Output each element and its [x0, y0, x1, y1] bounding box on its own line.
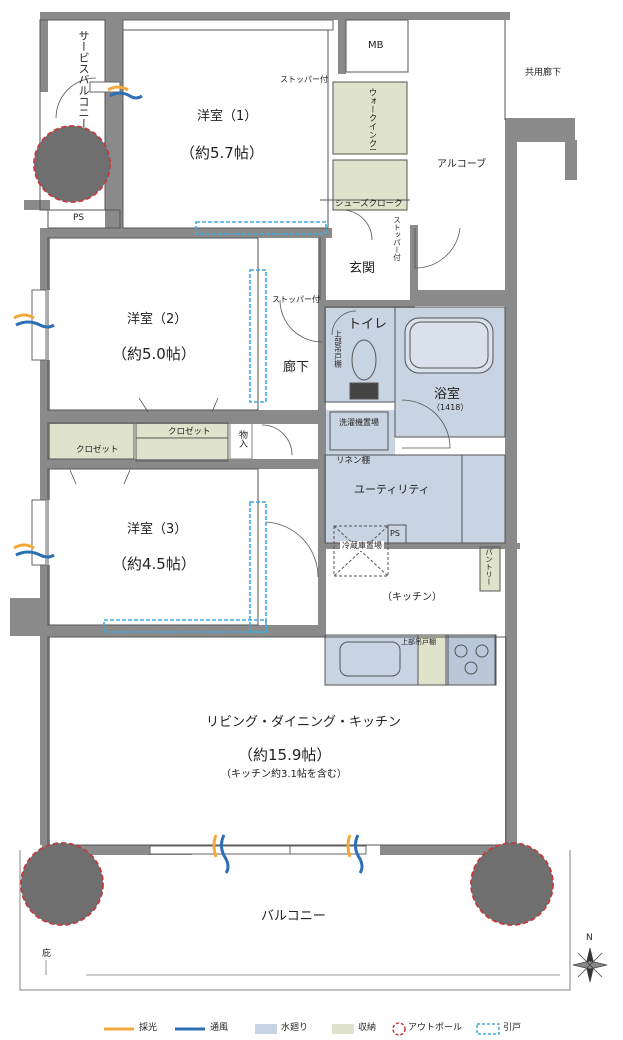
wall-between-room1-room2	[40, 228, 332, 238]
ldk-name: リビング・ダイニング・キッチン	[206, 715, 402, 730]
upper-cabinet-toilet: 上部吊戸棚	[333, 330, 343, 368]
sliding-room1	[195, 221, 327, 235]
ps2-label: PS	[390, 529, 400, 538]
mb-label: MB	[368, 40, 384, 51]
eaves-label: 庇	[42, 949, 52, 959]
room2-area: （約5.0帖）	[112, 345, 196, 363]
ldk-outline	[47, 636, 507, 846]
utility-label: ユーティリティ	[354, 483, 430, 496]
corridor-label: 廊下	[283, 360, 310, 375]
closet-right-label: クロゼット	[168, 427, 211, 437]
linen-label: リネン棚	[336, 456, 371, 466]
room3-area: （約4.5帖）	[112, 555, 196, 573]
sliding-room2	[249, 269, 267, 403]
bath-label: 浴室	[434, 387, 461, 402]
room1-outline	[122, 29, 329, 229]
legend-wind: 通風	[210, 1023, 229, 1033]
stove-fill	[448, 635, 496, 685]
outpole-bottom-left	[20, 842, 104, 926]
wall-top	[40, 12, 510, 20]
mb-box	[345, 19, 409, 73]
closet-right-fill	[136, 423, 228, 461]
sliding-room3-bottom	[103, 619, 267, 633]
door-swings	[55, 77, 461, 578]
interior-lines	[39, 19, 507, 846]
outpole-top-left	[33, 125, 111, 203]
toilet-bowl	[351, 339, 377, 381]
shoes-fill	[333, 160, 407, 210]
legend-outpole: アウトポール	[408, 1023, 463, 1033]
fridge-label: 冷蔵庫置場	[340, 541, 384, 552]
storeroom-label: 物入	[237, 430, 247, 448]
bath-size: （1418）	[432, 403, 469, 412]
entrance-label: 玄関	[349, 261, 376, 276]
walkin-label: ウォークインクロゼット	[367, 88, 376, 150]
sliding-doors	[103, 221, 327, 633]
service-balcony-label: サービスバルコニー	[77, 30, 90, 129]
storage-fills	[48, 82, 500, 685]
common-corridor-label: 共用廊下	[525, 68, 562, 78]
washer-fill	[325, 410, 395, 455]
room3-name: 洋室（3）	[127, 522, 188, 537]
utility-fill	[325, 455, 505, 543]
legend-water: 水廻り	[281, 1023, 309, 1033]
balcony-outline	[19, 850, 571, 991]
outpoles	[20, 125, 554, 926]
outpole-bottom-right	[470, 842, 554, 926]
stopper-label-3: ストッパー付	[272, 295, 320, 304]
alcove-label: アルコーブ	[437, 159, 487, 170]
wall-right	[505, 120, 517, 870]
legend-swatches	[104, 1022, 500, 1036]
ps-label: PS	[73, 213, 85, 223]
kitchen-cabinet-fill	[418, 635, 446, 685]
legend-storage: 収納	[358, 1023, 377, 1033]
wall-service-balcony	[105, 12, 123, 232]
ps-box	[47, 209, 121, 229]
north-label: N	[586, 933, 593, 943]
walls	[10, 12, 577, 870]
vent-markers	[13, 85, 364, 874]
kitchen-label: （キッチン）	[382, 592, 442, 603]
room2-outline	[47, 237, 259, 411]
legend-light: 採光	[139, 1023, 158, 1033]
wall-left	[40, 595, 50, 845]
ldk-note: （キッチン約3.1帖を含む）	[221, 769, 347, 780]
room1-area: （約5.7帖）	[180, 144, 264, 162]
toilet-label: トイレ	[348, 317, 388, 332]
closet-left-label: クロゼット	[76, 445, 119, 455]
room1-name: 洋室（1）	[197, 109, 258, 124]
pantry-label: パントリー	[484, 548, 494, 586]
stopper-label-1: ストッパー付	[280, 75, 328, 84]
room3-outline	[47, 468, 259, 626]
upper-cabinet-kitchen: 上部吊戸棚	[401, 638, 436, 646]
stopper-label-2: ストッパー付	[392, 216, 402, 261]
washer-label: 洗濯機置場	[339, 418, 379, 427]
shoes-label: シューズクローク	[335, 199, 403, 209]
pantry-fill	[480, 547, 500, 591]
ldk-area: （約15.9帖）	[238, 746, 332, 764]
closet-left-fill	[48, 423, 134, 459]
washer-box	[329, 411, 389, 451]
compass-icon	[572, 947, 608, 983]
balcony-label: バルコニー	[261, 909, 326, 924]
room2-name: 洋室（2）	[127, 312, 188, 327]
bathtub	[404, 317, 494, 374]
walkin-fill	[333, 82, 407, 154]
legend-sliding: 引戸	[503, 1023, 522, 1033]
fridge-box	[333, 525, 389, 577]
